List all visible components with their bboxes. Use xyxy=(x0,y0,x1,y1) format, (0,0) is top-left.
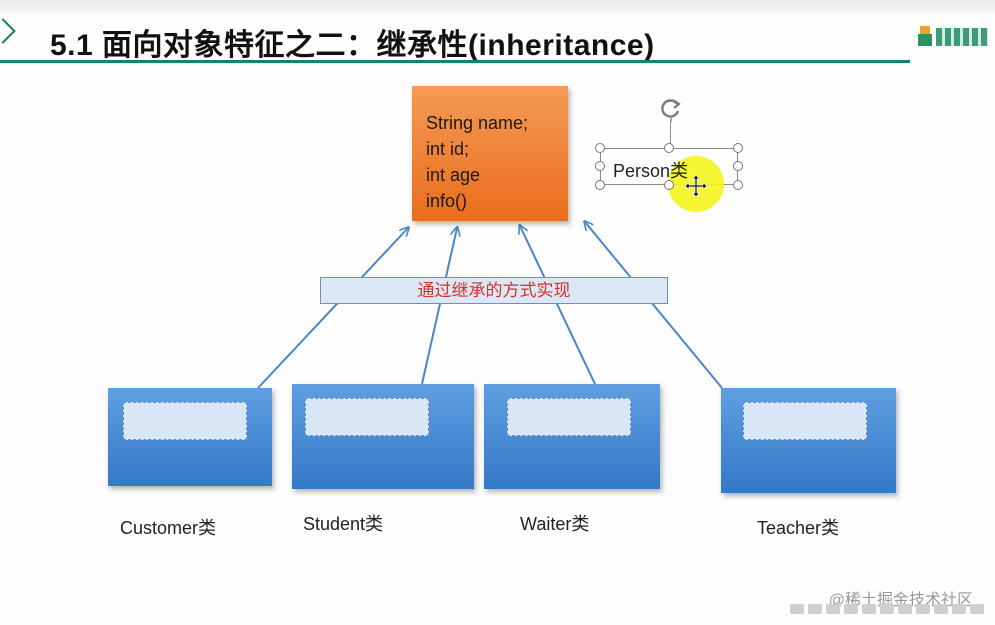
teacher-label: Teacher类 xyxy=(757,518,840,538)
arrow-customer xyxy=(257,228,408,389)
blurred-caption xyxy=(790,600,995,618)
customer-class-placeholder xyxy=(123,402,247,440)
field-name: String name; xyxy=(426,113,529,133)
title-underline xyxy=(0,60,910,63)
arrow-student xyxy=(421,228,457,385)
student-label: Student类 xyxy=(303,514,384,534)
slide-title: 5.1 面向对象特征之二：继承性(inheritance) xyxy=(50,29,655,62)
inheritance-banner: 通过继承的方式实现 xyxy=(320,277,668,304)
waiter-label: Waiter类 xyxy=(520,514,590,534)
resize-handle-br[interactable] xyxy=(733,180,743,190)
resize-handle-ml[interactable] xyxy=(595,161,605,171)
top-bar xyxy=(0,0,995,14)
student-class-box[interactable] xyxy=(292,384,474,489)
arrow-teacher xyxy=(585,222,723,389)
method-info: info() xyxy=(426,191,468,211)
resize-handle-bl[interactable] xyxy=(595,180,605,190)
person-fields: String name; int id; int age info() xyxy=(426,110,528,214)
field-age: int age xyxy=(426,165,481,185)
rotate-connector xyxy=(670,122,671,144)
student-class-placeholder xyxy=(305,398,429,436)
resize-handle-mr[interactable] xyxy=(733,161,743,171)
person-class-box[interactable]: String name; int id; int age info() xyxy=(412,86,568,221)
person-label[interactable]: Person类 xyxy=(613,161,689,181)
logo-icon xyxy=(918,24,990,50)
teacher-class-box[interactable] xyxy=(721,388,896,493)
waiter-class-placeholder xyxy=(507,398,631,436)
resize-handle-tr[interactable] xyxy=(733,143,743,153)
resize-handle-tc[interactable] xyxy=(664,143,674,153)
field-id: int id; xyxy=(426,139,470,159)
teacher-class-placeholder xyxy=(743,402,867,440)
arrow-waiter xyxy=(520,226,596,385)
resize-handle-tl[interactable] xyxy=(595,143,605,153)
resize-handle-bc[interactable] xyxy=(664,180,674,190)
rotate-handle-icon[interactable] xyxy=(658,96,684,122)
waiter-class-box[interactable] xyxy=(484,384,660,489)
move-cursor-icon xyxy=(684,174,708,198)
customer-label: Customer类 xyxy=(120,518,217,538)
customer-class-box[interactable] xyxy=(108,388,272,486)
